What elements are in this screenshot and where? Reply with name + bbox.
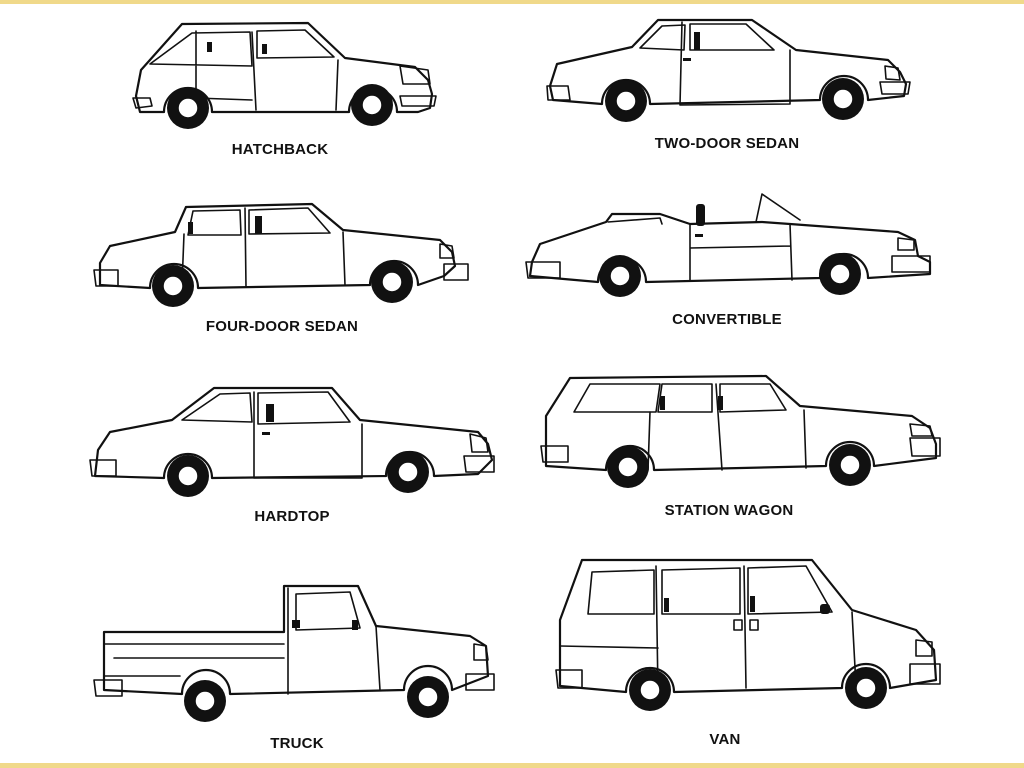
label-two-door-sedan: TWO-DOOR SEDAN bbox=[654, 135, 800, 152]
two-door-sedan-drawing bbox=[546, 18, 911, 122]
label-hatchback: HATCHBACK bbox=[231, 141, 329, 158]
label-van: VAN bbox=[709, 731, 741, 748]
hardtop-drawing bbox=[89, 386, 495, 497]
van-drawing bbox=[555, 558, 941, 711]
label-hardtop: HARDTOP bbox=[254, 508, 330, 525]
hatchback-drawing bbox=[132, 21, 437, 129]
bottom-frame-border bbox=[0, 763, 1024, 768]
label-station-wagon: STATION WAGON bbox=[664, 502, 794, 519]
truck-drawing bbox=[93, 584, 495, 722]
top-frame-border bbox=[0, 0, 1024, 4]
label-convertible: CONVERTIBLE bbox=[672, 311, 782, 328]
label-truck: TRUCK bbox=[270, 735, 324, 752]
four-door-sedan-drawing bbox=[93, 202, 469, 307]
convertible-drawing bbox=[525, 193, 932, 297]
label-four-door-sedan: FOUR-DOOR SEDAN bbox=[205, 318, 359, 335]
station-wagon-drawing bbox=[540, 374, 941, 488]
